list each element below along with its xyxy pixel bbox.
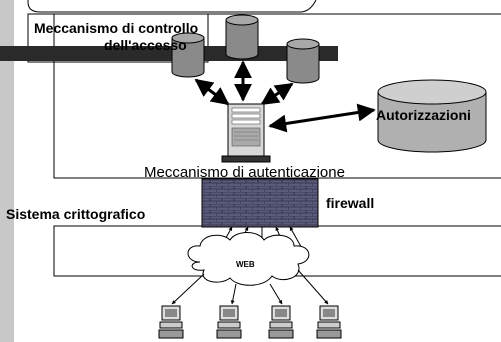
top-frame [27,0,317,13]
authorizations-label: Autorizzazioni [376,107,471,123]
database-cylinder-icon [225,14,259,60]
crypto-system-label: Sistema crittografico [6,206,146,222]
arrow-server-authorizations [268,103,376,133]
authentication-label: Meccanismo di autenticazione [144,164,345,181]
internal-zone-box [53,13,501,179]
database-cylinder-icon [171,32,205,78]
cloud-icon [187,232,310,286]
left-strip [0,0,14,342]
database-cylinder-icon [286,38,320,84]
desktop-computer-icon [158,305,184,339]
cloud-label: WEB [236,260,255,269]
arrow-db1-server [194,78,230,106]
desktop-computer-icon [316,305,342,339]
access-control-label-line1: Meccanismo di controllo [34,20,199,36]
desktop-computer-icon [268,305,294,339]
desktop-computer-icon [216,305,242,339]
brick-wall-icon [201,178,319,228]
firewall-label: firewall [326,195,375,211]
authorizations-database-icon [377,79,487,153]
access-control-box [27,13,209,63]
server-tower-icon [221,103,271,163]
cloud-client-links [171,269,329,305]
arrow-db3-server [260,82,294,106]
access-control-label-line2: dell'accesso [104,37,187,53]
